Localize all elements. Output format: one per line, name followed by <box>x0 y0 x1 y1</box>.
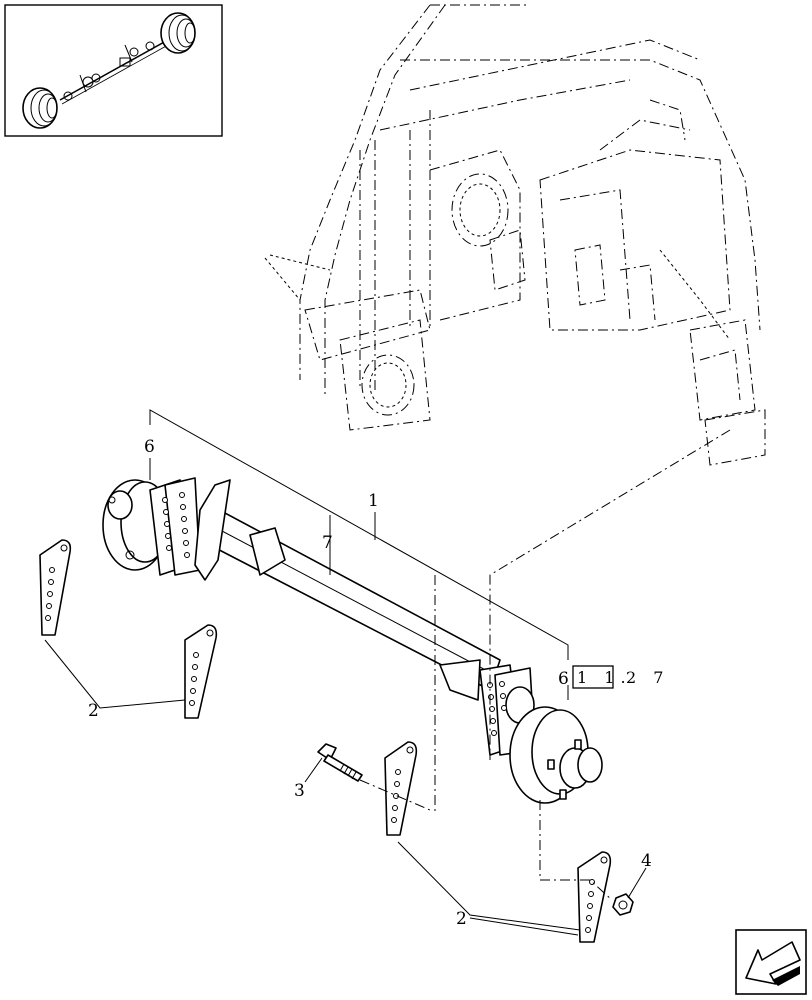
callout-3: 3 <box>294 781 305 801</box>
bracket-part-2-right <box>577 851 612 943</box>
bracket-part-2-left-upper <box>39 539 72 636</box>
callout-1: 1 <box>368 491 379 511</box>
nut-part-4 <box>612 893 634 916</box>
leader-lines <box>44 409 731 936</box>
callout-labels: 1 6 7 2 3 4 2 6 1 1. 2 7 <box>88 437 669 929</box>
machine-frame-phantom <box>264 4 766 466</box>
reference-suffix: 2 7 <box>626 668 669 687</box>
bolt-part-3 <box>317 743 363 782</box>
callout-7: 7 <box>322 533 333 553</box>
bracket-part-2-center <box>384 741 418 836</box>
bracket-part-2-left-lower <box>184 624 218 719</box>
callout-6-right: 6 <box>558 669 569 689</box>
callout-6-left: 6 <box>144 437 155 457</box>
callout-2-left: 2 <box>88 701 99 721</box>
callout-2-bottom: 2 <box>456 909 467 929</box>
next-page-arrow-icon[interactable] <box>735 929 807 995</box>
callout-4: 4 <box>641 851 652 871</box>
axle-assembly <box>102 477 603 804</box>
axle-assembly-thumbnail <box>4 4 223 137</box>
reference-box <box>572 665 614 689</box>
reference-boxed-text: 1 1. <box>577 668 632 687</box>
